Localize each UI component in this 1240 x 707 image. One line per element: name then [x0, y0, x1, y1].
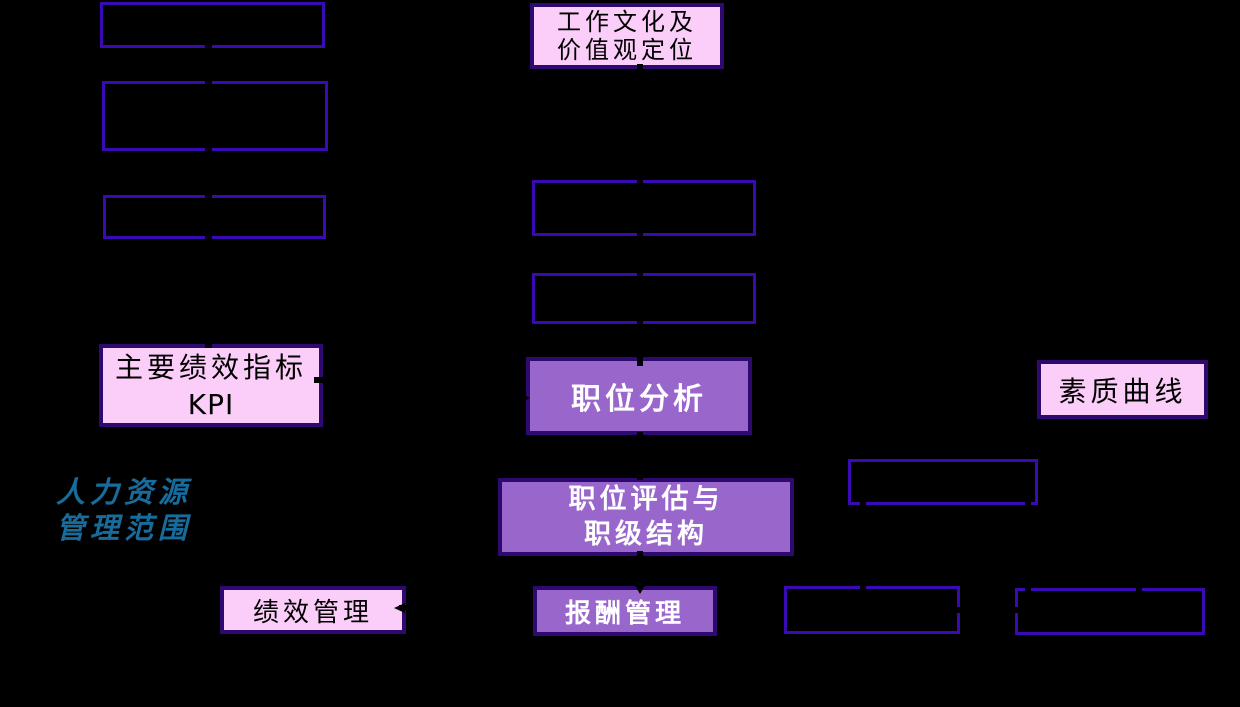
- empty-box-6: [848, 459, 1038, 505]
- box-kpi: 主要绩效指标 KPI: [99, 344, 323, 427]
- box-work-culture-line2: 价值观定位: [557, 36, 697, 64]
- connector-line-bottom-horiz: [956, 607, 1018, 613]
- empty-box-5: [532, 273, 756, 324]
- box-job-analysis: 职位分析: [526, 357, 752, 435]
- box-quality-curve-label: 素质曲线: [1058, 374, 1187, 408]
- arrow-down-icon: [633, 582, 647, 594]
- box-work-culture: 工作文化及 价值观定位: [530, 3, 724, 69]
- connector-line-mid-column-2: [637, 432, 643, 480]
- connector-line-into-box8: [1136, 558, 1142, 592]
- arrow-left-icon: [394, 603, 405, 613]
- box-performance-mgmt: 绩效管理: [220, 586, 406, 634]
- box-quality-curve: 素质曲线: [1037, 360, 1208, 419]
- box-kpi-line2: KPI: [187, 387, 235, 421]
- empty-box-8: [1015, 588, 1205, 635]
- arrow-right-icon: [522, 24, 531, 34]
- connector-line-perf-right: [399, 605, 415, 610]
- empty-box-3: [103, 195, 326, 239]
- box-job-evaluation: 职位评估与 职级结构: [498, 478, 794, 556]
- box-work-culture-line1: 工作文化及: [557, 8, 697, 36]
- hr-scope-label: 人力资源 管理范围: [56, 474, 192, 546]
- box-compensation-mgmt: 报酬管理: [533, 586, 717, 636]
- connector-line-kpi-right: [314, 377, 330, 383]
- connector-line-right-down-1: [860, 501, 866, 590]
- box-job-evaluation-line1: 职位评估与: [568, 484, 724, 515]
- box-compensation-mgmt-label: 报酬管理: [564, 598, 685, 629]
- connector-line-mid-column-3: [637, 551, 643, 587]
- box-job-evaluation-line2: 职级结构: [584, 519, 708, 550]
- connector-line-left-column: [205, 44, 212, 348]
- hr-scope-label-line2: 管理范围: [56, 511, 193, 545]
- empty-box-1: [100, 2, 325, 48]
- box-job-analysis-label: 职位分析: [571, 382, 707, 417]
- box-performance-mgmt-label: 绩效管理: [252, 597, 373, 628]
- arrow-right-icon: [516, 391, 530, 405]
- hr-scope-label-line1: 人力资源: [56, 475, 193, 509]
- box-kpi-line1: 主要绩效指标: [114, 350, 307, 384]
- connector-line-mid-column: [637, 64, 643, 366]
- empty-box-2: [102, 81, 328, 151]
- connector-line-right-down-2: [1025, 501, 1031, 592]
- empty-box-4: [532, 180, 756, 236]
- empty-box-7: [784, 586, 960, 634]
